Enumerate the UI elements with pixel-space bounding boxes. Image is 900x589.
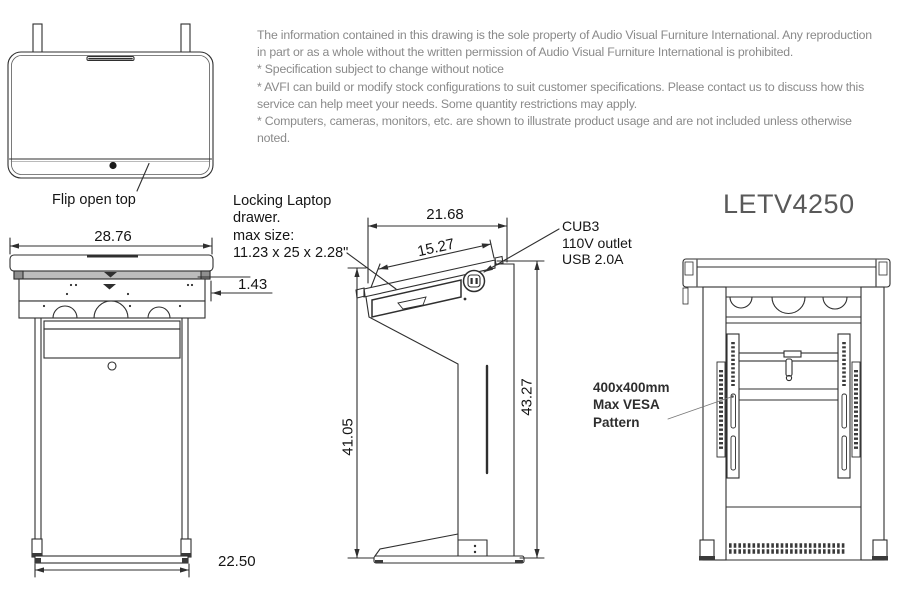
outlet-callout-line: USB 2.0A: [562, 251, 624, 267]
dimension-drawer-front-height: 1.43: [238, 276, 268, 293]
disclaimer-paragraph: The information contained in this drawin…: [257, 28, 872, 60]
laptop-drawer-callout-line: drawer.: [233, 210, 281, 227]
laptop-drawer-callout: Locking Laptop drawer. max size: 11.23 x…: [233, 193, 348, 263]
outlet-callout: CUB3 110V outlet USB 2.0A: [562, 218, 632, 268]
vesa-callout-line: Pattern: [593, 414, 640, 430]
vesa-callout-line: 400x400mm: [593, 380, 670, 395]
disclaimer-paragraph: * AVFI can build or modify stock configu…: [257, 79, 865, 111]
vesa-pattern-callout: 400x400mm Max VESA Pattern: [593, 379, 670, 431]
laptop-drawer-callout-line: max size:: [233, 227, 295, 244]
outlet-callout-line: 110V outlet: [562, 234, 632, 251]
front-view-drawing: [9, 237, 273, 578]
rear-view-drawing: [667, 258, 891, 561]
flip-open-top-label: Flip open top: [52, 192, 136, 208]
disclaimer-text: The information contained in this drawin…: [257, 27, 884, 147]
disclaimer-paragraph: * Specification subject to change withou…: [257, 62, 504, 77]
model-number-title: LETV4250: [723, 189, 855, 219]
dimension-top-depth: 21.68: [426, 206, 464, 223]
outlet-callout-line: CUB3: [562, 218, 600, 234]
dimension-front-height: 41.05: [339, 418, 357, 456]
dimension-overall-height: 43.27: [518, 378, 536, 416]
laptop-drawer-callout-line: 11.23 x 25 x 2.28": [233, 245, 349, 262]
disclaimer-paragraph: * Computers, cameras, monitors, etc. are…: [257, 114, 852, 146]
dimension-base-width: 22.50: [218, 553, 256, 570]
dimension-front-width: 28.76: [94, 228, 132, 245]
flip-top-view-drawing: [7, 23, 214, 192]
vesa-callout-line: Max VESA: [593, 397, 660, 413]
laptop-drawer-callout-line: Locking Laptop: [233, 193, 332, 209]
side-view-drawing: [346, 217, 560, 564]
